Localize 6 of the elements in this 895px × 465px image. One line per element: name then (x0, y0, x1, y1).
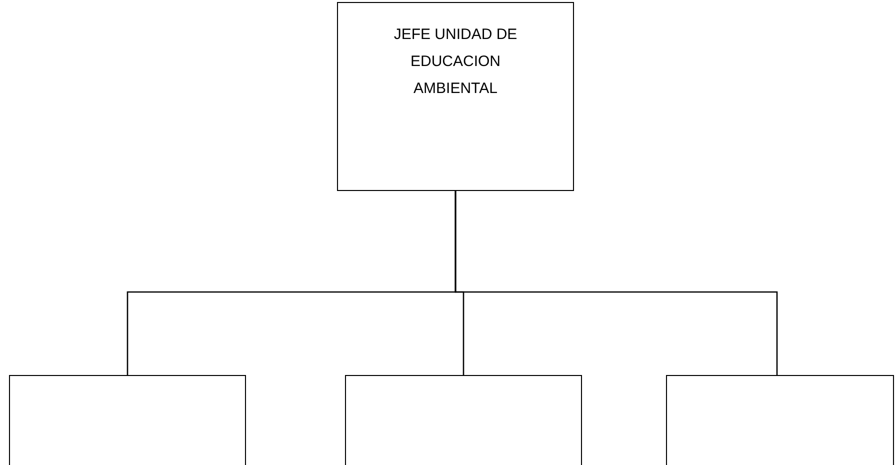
empty-box (345, 375, 582, 465)
empty-box (666, 375, 894, 465)
box-label: JEFE UNIDAD DE EDUCACION AMBIENTAL (392, 25, 518, 99)
connector-line (454, 191, 778, 375)
empty-box (9, 375, 246, 465)
title-box (337, 2, 574, 191)
